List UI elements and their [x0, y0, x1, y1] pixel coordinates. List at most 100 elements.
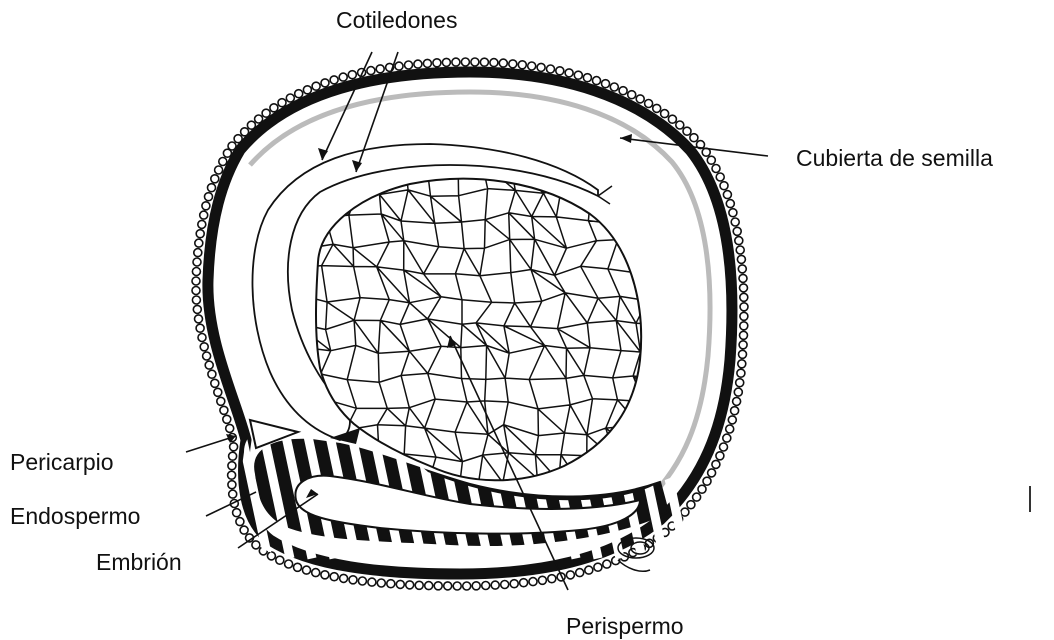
pericarp-bead	[708, 469, 716, 477]
label-endospermo: Endospermo	[10, 503, 140, 529]
pericarp-bead	[270, 104, 278, 112]
pericarp-bead	[349, 576, 357, 584]
pericarp-bead	[707, 156, 715, 164]
pericarp-bead	[200, 343, 208, 351]
pericarp-bead	[602, 80, 610, 88]
label-embrion: Embrión	[96, 549, 182, 575]
pericarp-bead	[698, 485, 706, 493]
label-cotiledones: Cotiledones	[336, 7, 457, 33]
pericarp-bead	[200, 211, 208, 219]
pericarp-bead	[518, 61, 526, 69]
pericarp-bead	[240, 526, 248, 534]
pericarp-bead	[603, 560, 611, 568]
pericarp-bead	[645, 100, 653, 108]
pericarp-bead	[728, 416, 736, 424]
pericarp-bead	[529, 578, 537, 586]
pericarp-bead	[276, 556, 284, 564]
pericarp-bead	[236, 518, 244, 526]
pericarp-bead	[233, 509, 241, 517]
pericarp-bead	[193, 258, 201, 266]
pericarp-bead	[211, 175, 219, 183]
pericarp-bead	[223, 149, 231, 157]
pericarp-bead	[220, 406, 228, 414]
pericarp-bead	[405, 61, 413, 69]
pericarp-bead	[720, 182, 728, 190]
pericarp-bead	[480, 58, 488, 66]
pericarp-bead	[226, 424, 234, 432]
pericarp-bead	[452, 58, 460, 66]
pericarp-bead	[740, 312, 748, 320]
pericarp-bead	[538, 576, 546, 584]
pericarp-bead	[192, 296, 200, 304]
pericarp-bead	[739, 350, 747, 358]
pericarp-bead	[653, 104, 661, 112]
leader-cotiledones-1	[322, 52, 372, 160]
pericarp-bead	[738, 360, 746, 368]
pericarp-bead	[196, 324, 204, 332]
pericarp-bead	[547, 65, 555, 73]
pericarp-bead	[687, 501, 695, 509]
pericarp-bead	[548, 575, 556, 583]
pericarp-bead	[510, 580, 518, 588]
pericarp-bead	[423, 59, 431, 67]
pericarp-bead	[377, 579, 385, 587]
pericarp-bead	[396, 580, 404, 588]
pericarp-bead	[676, 121, 684, 129]
pericarp-bead	[537, 63, 545, 71]
pericarp-bead	[463, 582, 471, 590]
pericarp-bead	[733, 397, 741, 405]
pericarp-bead	[442, 58, 450, 66]
pericarp-bead	[509, 60, 517, 68]
pericarp-bead	[731, 407, 739, 415]
pericarp-bead	[720, 443, 728, 451]
pericarp-bead	[252, 541, 260, 549]
pericarp-bead	[733, 227, 741, 235]
pericarp-bead	[739, 341, 747, 349]
pericarp-bead	[203, 352, 211, 360]
pericarp-bead	[312, 569, 320, 577]
pericarp-bead	[194, 249, 202, 257]
pericarp-bead	[740, 284, 748, 292]
pericarp-bead	[192, 268, 200, 276]
pericarp-bead	[368, 578, 376, 586]
pericarp-bead	[228, 481, 236, 489]
pericarp-bead	[734, 388, 742, 396]
pericarp-bead	[726, 425, 734, 433]
pericarp-bead	[574, 71, 582, 79]
pericarp-bead	[208, 370, 216, 378]
pericarp-bead	[228, 462, 236, 470]
pericarp-bead	[703, 477, 711, 485]
pericarp-bead	[285, 560, 293, 568]
pericarp-bead	[192, 277, 200, 285]
pericarp-bead	[223, 415, 231, 423]
pericarp-bead	[205, 361, 213, 369]
pericarp-bead	[340, 574, 348, 582]
pericarp-bead	[726, 200, 734, 208]
pericarp-bead	[585, 566, 593, 574]
pericarp-bead	[295, 90, 303, 98]
pericarp-bead	[736, 246, 744, 254]
pericarp-bead	[636, 95, 644, 103]
pericarp-bead	[461, 58, 469, 66]
pericarp-bead	[205, 193, 213, 201]
pericarp-bead	[303, 86, 311, 94]
pericarp-bead	[278, 99, 286, 107]
pericarp-bead	[520, 579, 528, 587]
pericarp-bead	[738, 265, 746, 273]
pericarp-bead	[294, 563, 302, 571]
pericarp-bead	[198, 334, 206, 342]
pericarp-bead	[472, 582, 480, 590]
pericarp-bead	[490, 59, 498, 67]
pericarp-bead	[716, 173, 724, 181]
pericarp-bead	[192, 287, 200, 295]
pericarp-bead	[716, 452, 724, 460]
pericarp-bead	[712, 165, 720, 173]
pericarp-bead	[723, 191, 731, 199]
pericarp-bead	[433, 59, 441, 67]
pericarp-bead	[358, 577, 366, 585]
pericarp-bead	[434, 582, 442, 590]
pericarp-bead	[610, 83, 618, 91]
pericarp-bead	[330, 76, 338, 84]
pericarp-bead	[330, 573, 338, 581]
